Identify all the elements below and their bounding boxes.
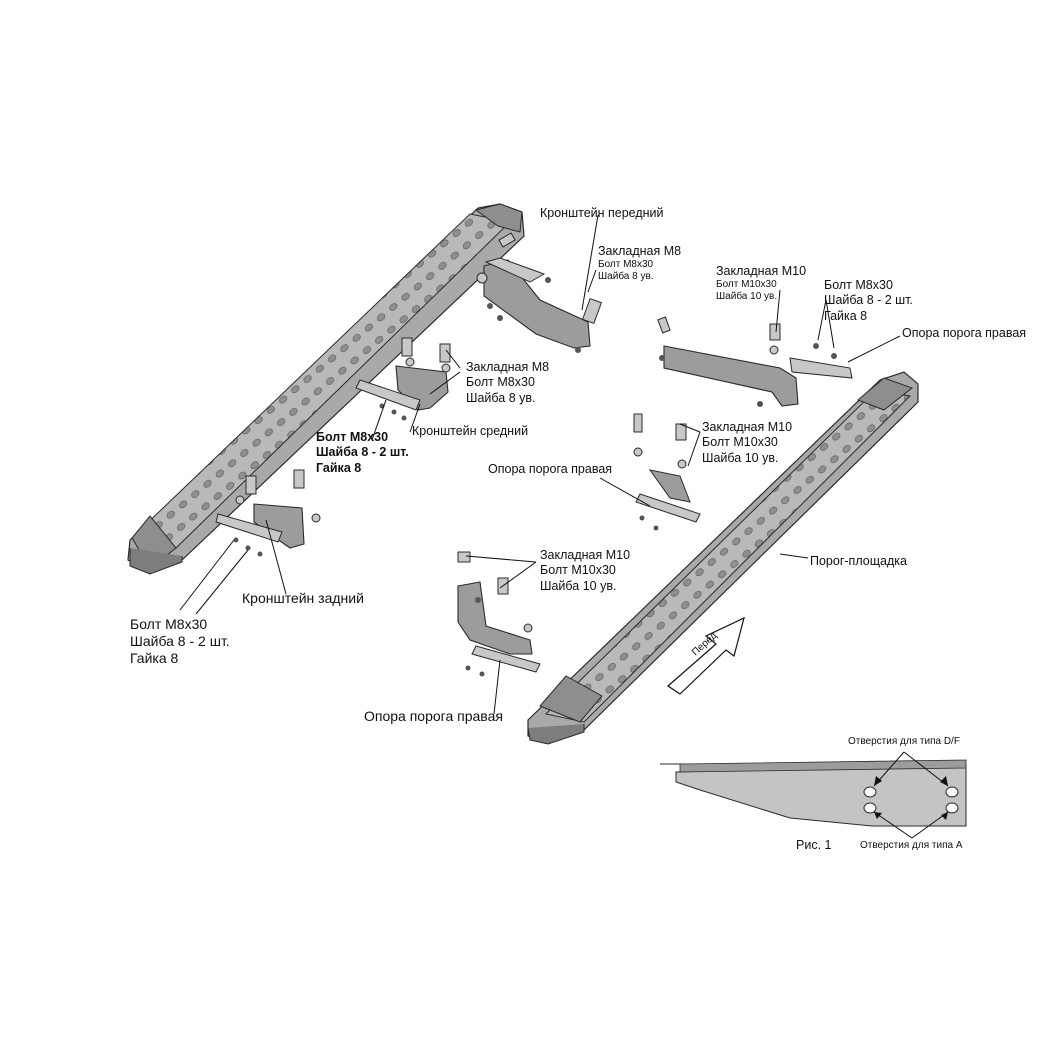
bolt-right-top-line2: Шайба 8 - 2 шт. [824, 293, 914, 308]
support-right-mid-label: Опора порога правая [488, 462, 613, 476]
holes-df-label: Отверстия для типа D/F [848, 736, 960, 747]
m10-top-line3: Шайба 10 ув. [716, 291, 778, 303]
step-board-label: Порог-площадка [810, 554, 907, 568]
front-bracket-label: Кронштейн передний [540, 206, 664, 220]
m10-top-label: Закладная М10 Болт М10х30 Шайба 10 ув. [716, 264, 806, 304]
support-right-bottom-label: Опора порога правая [364, 708, 503, 724]
m10-low-label: Закладная М10 Болт М10х30 Шайба 10 ув. [540, 548, 630, 594]
m8-top-label: Закладная М8 Болт М8х30 Шайба 8 ув. [598, 244, 681, 284]
m8-top-line1: Закладная М8 [598, 244, 682, 258]
m10-low-line1: Закладная М10 [540, 548, 631, 562]
bolt-mid-line2: Шайба 8 - 2 шт. [316, 445, 409, 460]
bolt-right-top-line1: Болт М8х30 [824, 278, 893, 292]
front-bracket-part [476, 232, 603, 353]
bolt-left-line2: Шайба 8 - 2 шт. [130, 633, 230, 650]
bolt-mid-line3: Гайка 8 [316, 460, 362, 475]
bolt-left-label: Болт М8х30 Шайба 8 - 2 шт. Гайка 8 [130, 616, 230, 667]
m10-mid-label: Закладная М10 Болт М10х30 Шайба 10 ув. [702, 420, 792, 466]
m10-low-line3: Шайба 10 ув. [540, 578, 617, 593]
holes-a-label: Отверстия для типа A [860, 840, 963, 851]
m8-mid-label: Закладная М8 Болт М8х30 Шайба 8 ув. [466, 360, 549, 406]
detail-figure [660, 751, 967, 839]
rear-bracket-part [215, 469, 321, 557]
front-direction-arrow [667, 616, 745, 695]
m10-top-line1: Закладная М10 [716, 264, 807, 278]
m8-mid-line2: Болт М8х30 [466, 375, 535, 390]
m10-mid-line2: Болт М10х30 [702, 435, 778, 450]
m10-mid-line3: Шайба 10 ув. [702, 450, 779, 465]
left-step-board [127, 203, 525, 575]
bolt-mid-label: Болт М8х30 Шайба 8 - 2 шт. Гайка 8 [316, 430, 409, 476]
bolt-left-line3: Гайка 8 [130, 650, 179, 667]
top-right-bracket-part [657, 316, 853, 407]
m8-top-line3: Шайба 8 ув. [598, 271, 654, 283]
m8-mid-line1: Закладная М8 [466, 360, 550, 374]
bolt-left-line1: Болт М8х30 [130, 616, 208, 632]
m8-mid-line3: Шайба 8 ув. [466, 390, 536, 405]
bolt-mid-line1: Болт М8х30 [316, 430, 389, 444]
bolt-right-top-label: Болт М8х30 Шайба 8 - 2 шт. Гайка 8 [824, 278, 913, 324]
support-right-top-label: Опора порога правая [902, 326, 1027, 340]
middle-bracket-label: Кронштейн средний [412, 424, 529, 438]
figure-label: Рис. 1 [796, 838, 832, 852]
rear-bracket-label: Кронштейн задний [242, 590, 364, 606]
lower-right-bracket-part [457, 551, 541, 677]
m10-low-line2: Болт М10х30 [540, 563, 616, 578]
mid-right-support-part [633, 413, 701, 531]
m8-top-line2: Болт М8х30 [598, 259, 654, 271]
leader-lines [179, 214, 901, 715]
m10-top-line2: Болт М10х30 [716, 279, 777, 291]
right-step-board [527, 371, 919, 745]
middle-bracket-part [355, 337, 451, 421]
bolt-right-top-line3: Гайка 8 [824, 308, 868, 323]
m10-mid-line1: Закладная М10 [702, 420, 793, 434]
